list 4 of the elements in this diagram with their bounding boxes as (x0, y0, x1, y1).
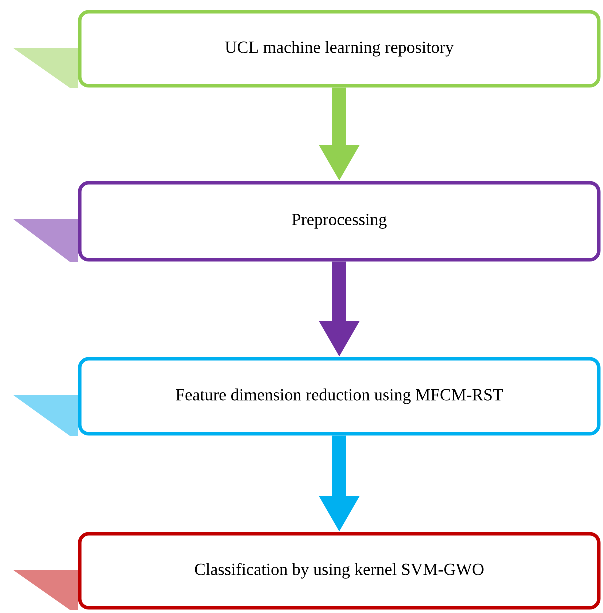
process-box: UCL machine learning repository (78, 10, 601, 88)
process-box: Feature dimension reduction using MFCM-RST (78, 357, 601, 436)
process-box: Classification by using kernel SVM-GWO (78, 532, 601, 610)
process-box: Preprocessing (78, 181, 601, 262)
